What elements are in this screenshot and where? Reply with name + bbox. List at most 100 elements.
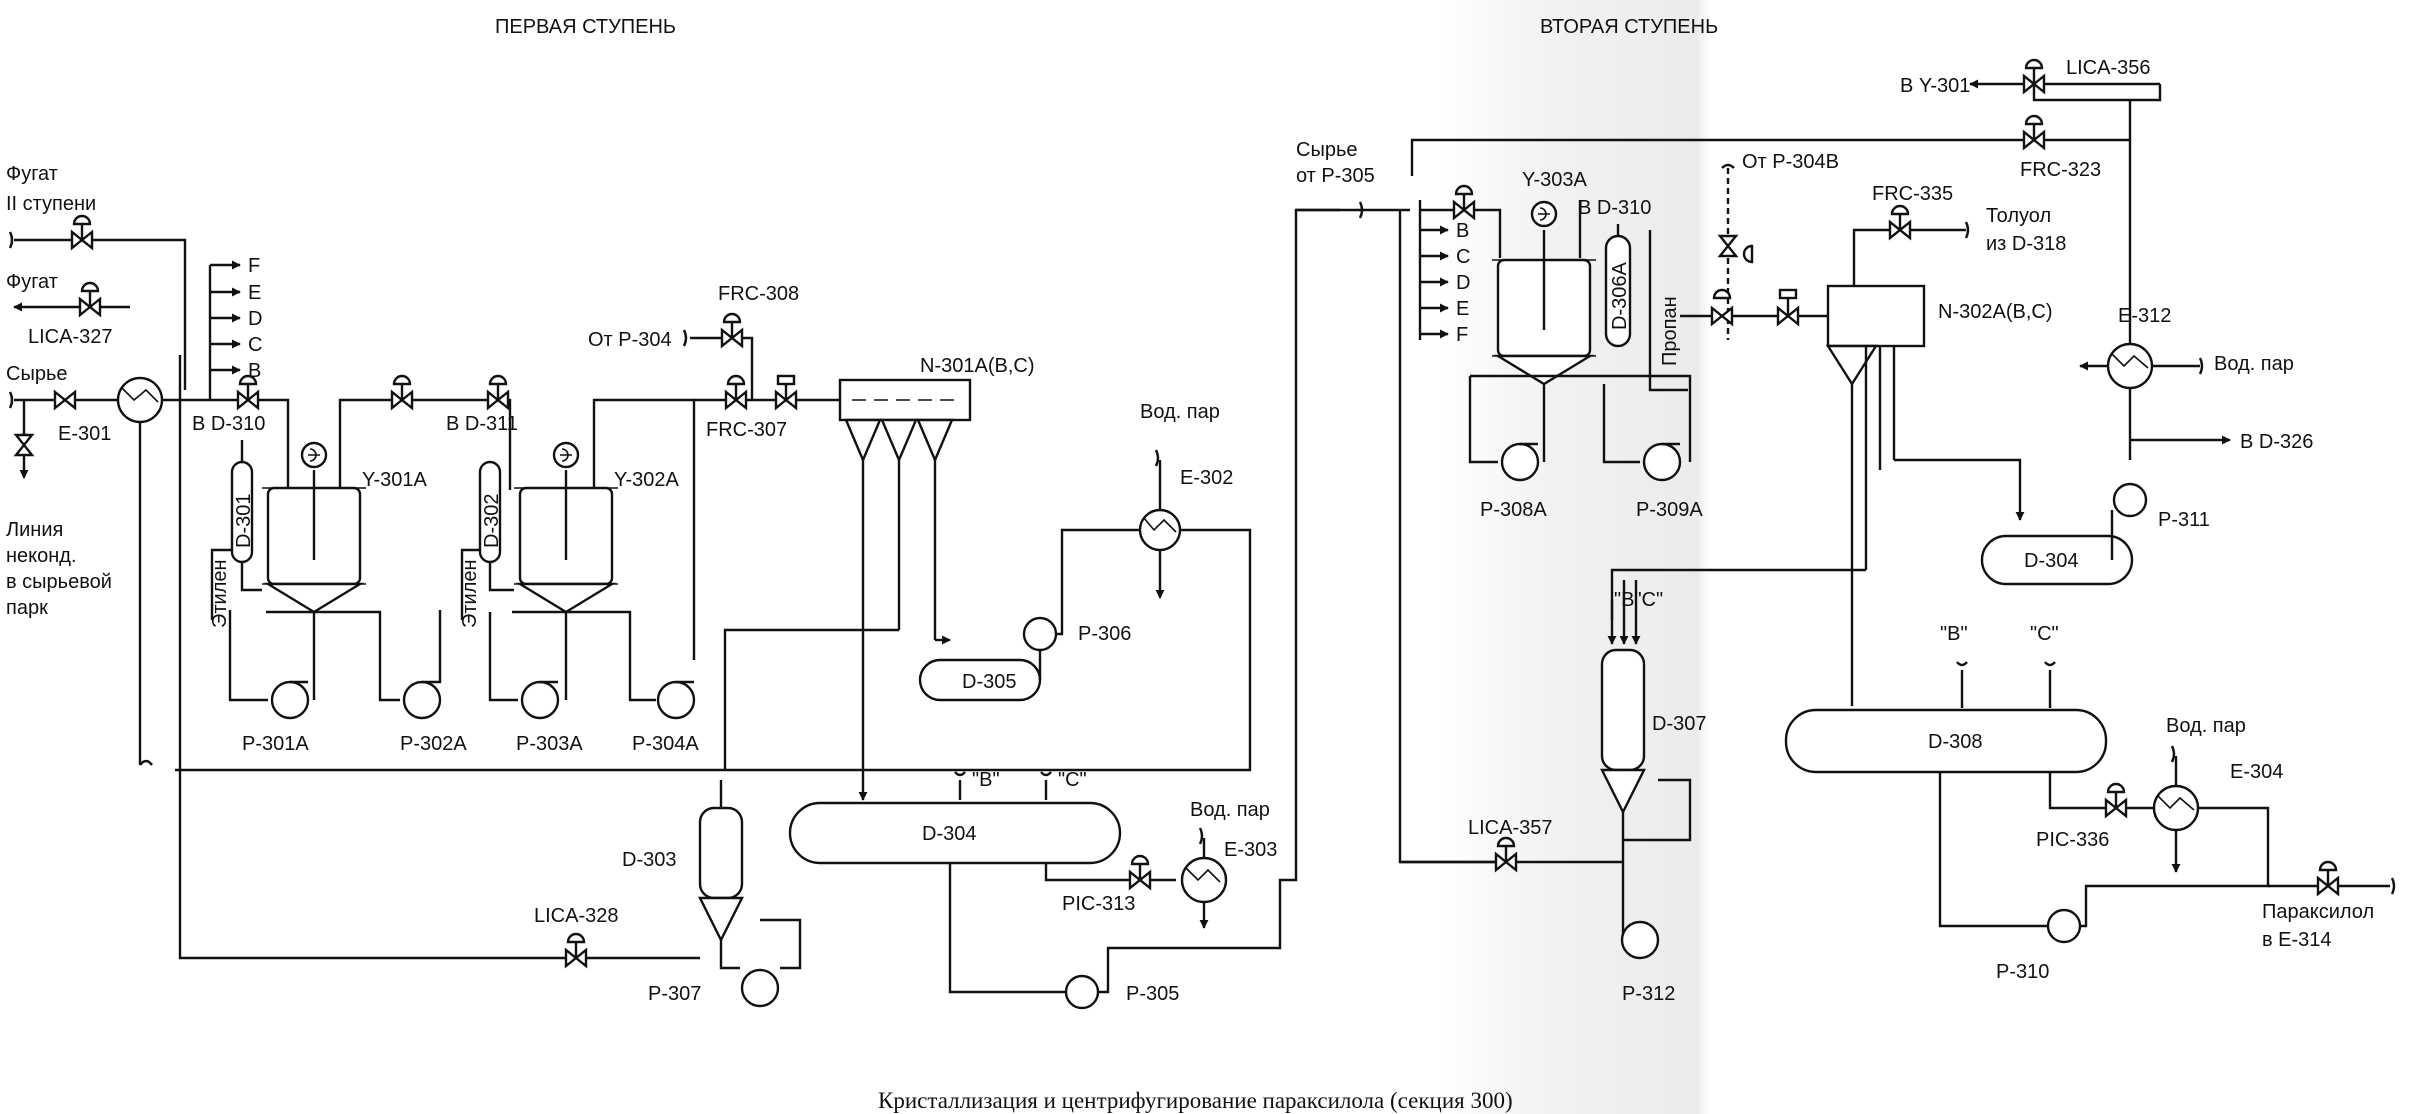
pump-p310: [2046, 884, 2270, 944]
valve-frc307-b: [774, 374, 798, 411]
label-d: D: [248, 308, 262, 330]
label-v-d310b: В D-310: [1578, 197, 1651, 219]
label-p309a: P-309A: [1636, 499, 1703, 521]
pic313-line: [1044, 863, 1176, 882]
exchanger-e303: [1180, 827, 1228, 929]
pump-p304a: [656, 680, 696, 720]
label-n302a: N-302A(B,C): [1938, 301, 2052, 323]
label-syrye2-1: Сырье: [1296, 139, 1357, 161]
crystallizer-y301a: [262, 441, 366, 614]
valve-pic313: [1128, 854, 1152, 891]
valve-y301a-inlet: [236, 374, 260, 411]
label-p305: P-305: [1126, 983, 1179, 1005]
label-fugat2-2: II ступени: [6, 193, 96, 215]
loop-y302a-left: [488, 612, 518, 702]
label-frc307: FRC-307: [706, 419, 787, 441]
vessel-d308: [1784, 708, 2108, 774]
valve-n302-b: [1776, 288, 1800, 327]
label-lica357: LICA-357: [1468, 817, 1553, 839]
d308-c-break: [2044, 661, 2056, 667]
label-line-2: неконд.: [6, 545, 77, 567]
label-e302: E-302: [1180, 467, 1233, 489]
propane-line: [1648, 230, 1688, 392]
valve-lica328: [564, 932, 588, 969]
label-p306: P-306: [1078, 623, 1131, 645]
label-d305: D-305: [962, 671, 1016, 693]
column-d307: [1600, 648, 1692, 940]
pump-p309a: [1642, 442, 1682, 482]
line-from-p304: [690, 336, 754, 400]
pump-p311: [2112, 482, 2148, 518]
label-d308: D-308: [1928, 731, 1982, 753]
c-break: [1040, 771, 1052, 777]
label-b2: B: [1456, 220, 1469, 242]
distribution-header: [208, 260, 241, 400]
label-bc-q: "B"C": [1614, 589, 1663, 611]
loop-y303a-right2: [1602, 384, 1640, 464]
valve-frc308: [720, 312, 744, 349]
loop-y302a-right: [512, 610, 656, 702]
label-vod-par-1: Вод. пар: [1140, 401, 1220, 423]
valve-lica357: [1494, 836, 1518, 873]
label-v-d311: В D-311: [446, 413, 518, 435]
vessel-d306a: [1578, 200, 1632, 348]
label-c: C: [248, 334, 262, 356]
valve-lica327: [78, 281, 102, 318]
loop-y301a-left: [228, 610, 268, 702]
n301-crystal-line: [723, 628, 899, 770]
label-b-q-2: "B": [1940, 623, 1968, 645]
line-frc323: [1410, 138, 2130, 176]
toluol-break: [1964, 221, 1970, 239]
loop-y303a-left: [1468, 376, 1498, 464]
label-c-q-2: "C": [2030, 623, 2059, 645]
label-line-1: Линия: [6, 519, 63, 541]
label-fugat2-1: Фугат: [6, 163, 58, 185]
overflow-y302a: [592, 398, 696, 660]
label-d302: D-302: [481, 494, 503, 548]
label-lica356: LICA-356: [2066, 57, 2151, 79]
label-e2: E: [1456, 298, 1469, 320]
label-b-q-1: "B": [972, 769, 1000, 791]
label-toluol-1: Толуол: [1986, 205, 2051, 227]
exchanger-e302: [175, 449, 1252, 772]
lica328-line: [178, 355, 700, 960]
pump-p301a: [270, 680, 310, 720]
lica356-loop: [2032, 84, 2162, 102]
label-n301a: N-301A(B,C): [920, 355, 1034, 377]
label-f2: F: [1456, 324, 1468, 346]
label-y302a: Y-302A: [614, 469, 680, 491]
label-vd326: В D-326: [2240, 431, 2313, 453]
label-pic313: PIC-313: [1062, 893, 1135, 915]
label-p307: P-307: [648, 983, 701, 1005]
jump-1: [139, 759, 153, 766]
label-pic336: PIC-336: [2036, 829, 2109, 851]
loop-y301a-right: [266, 610, 400, 702]
valve-fugat2: [70, 214, 94, 251]
diagram-caption: Кристаллизация и центрифугирование парак…: [878, 1088, 1513, 1113]
label-d304-1: D-304: [922, 823, 976, 845]
centrifuge-n301a: [838, 378, 972, 790]
d308-b-break: [1956, 661, 1968, 667]
pic336-line: [2048, 772, 2154, 810]
label-syrye: Сырье: [6, 363, 67, 385]
label-frc323: FRC-323: [2020, 159, 2101, 181]
pump-p302a: [402, 610, 442, 720]
exchanger-e301: [116, 376, 240, 765]
n302-to-d304b: [1894, 458, 2025, 521]
label-line-3: в сырьевой: [6, 571, 112, 593]
label-d301: D-301: [233, 494, 255, 548]
label-lica327: LICA-327: [28, 326, 113, 348]
page-fold-shadow: [1440, 0, 1710, 1114]
label-e312: E-312: [2118, 305, 2171, 327]
distribution-header-2: [1398, 200, 1500, 864]
stage1-title: ПЕРВАЯ СТУПЕНЬ: [495, 16, 676, 38]
vessel-d304: [788, 801, 1122, 865]
exchanger-e304: [2152, 745, 2270, 886]
valve-between-1: [390, 374, 414, 411]
label-ethylene-2: Этилен: [459, 559, 481, 628]
label-toluol-2: из D-318: [1986, 233, 2066, 255]
label-c2: C: [1456, 246, 1470, 268]
valve-paraxylol: [2316, 860, 2340, 897]
